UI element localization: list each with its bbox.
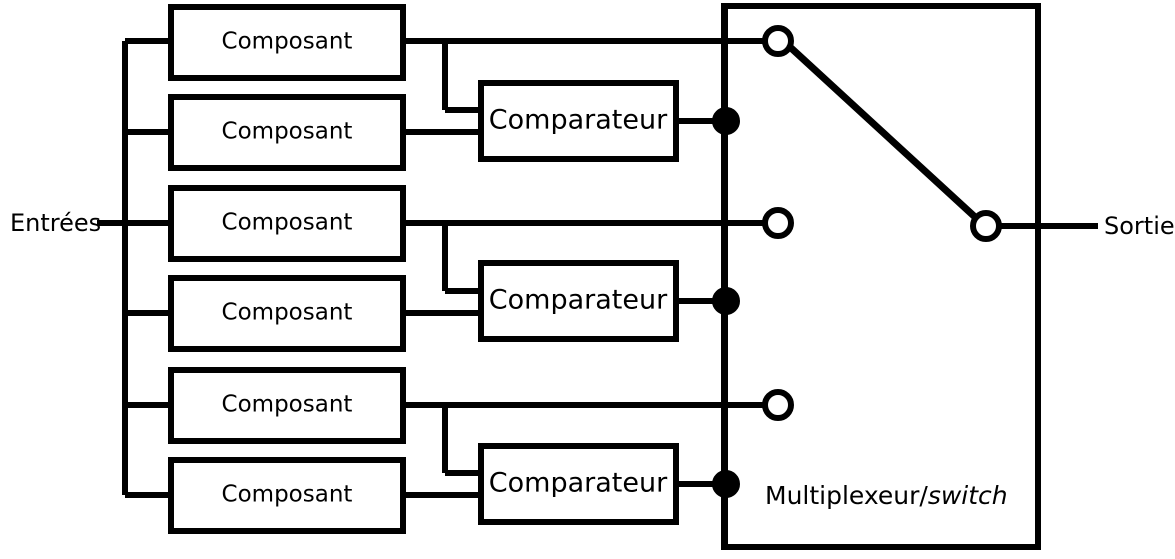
composant-box-4[interactable]: Composant xyxy=(168,275,406,352)
comparateur-box-2-label: Comparateur xyxy=(489,285,668,316)
mux-terminal-open-2[interactable] xyxy=(762,207,794,239)
comparateur-box-1-rect xyxy=(478,80,679,162)
composant-box-1[interactable]: Composant xyxy=(168,4,406,81)
comparateur-box-3-label: Comparateur xyxy=(489,468,668,499)
composant-box-6-label: Composant xyxy=(222,482,353,508)
composant-box-4-rect xyxy=(168,275,406,352)
composant-box-2[interactable]: Composant xyxy=(168,94,406,171)
comparateur-box-2-rect xyxy=(478,260,679,342)
composant-box-1-rect xyxy=(168,4,406,81)
multiplexer-label: Multiplexeur/switch xyxy=(765,481,1008,510)
mux-junction-filled-3 xyxy=(712,470,740,498)
composant-box-5-rect xyxy=(168,367,406,444)
composant-box-3-rect xyxy=(168,185,406,262)
multiplexer-label-italic: switch xyxy=(928,481,1008,510)
comparateur-box-2[interactable]: Comparateur xyxy=(478,260,679,342)
composant-box-3-label: Composant xyxy=(222,210,353,236)
output-label: Sortie xyxy=(1104,212,1175,240)
composant-box-5-label: Composant xyxy=(222,392,353,418)
multiplexer-box[interactable] xyxy=(721,3,1041,550)
composant-box-4-label: Composant xyxy=(222,300,353,326)
composant-box-5[interactable]: Composant xyxy=(168,367,406,444)
mux-terminal-open-1[interactable] xyxy=(762,25,794,57)
comparateur-box-3[interactable]: Comparateur xyxy=(478,443,679,525)
input-label: Entrées xyxy=(10,209,101,237)
mux-terminal-open-3[interactable] xyxy=(762,389,794,421)
composant-box-2-label: Composant xyxy=(222,119,353,145)
multiplexer-label-plain: Multiplexeur/ xyxy=(765,481,928,510)
composant-box-6[interactable]: Composant xyxy=(168,457,406,534)
comparateur-box-3-rect xyxy=(478,443,679,525)
mux-junction-filled-1 xyxy=(712,107,740,135)
comparateur-box-1-label: Comparateur xyxy=(489,105,668,136)
mux-junction-filled-2 xyxy=(712,287,740,315)
comparateur-box-1[interactable]: Comparateur xyxy=(478,80,679,162)
composant-box-1-label: Composant xyxy=(222,29,353,55)
composant-box-6-rect xyxy=(168,457,406,534)
mux-output-terminal[interactable] xyxy=(970,210,1002,242)
composant-box-3[interactable]: Composant xyxy=(168,185,406,262)
switch-blade[interactable] xyxy=(786,43,979,221)
composant-box-2-rect xyxy=(168,94,406,171)
